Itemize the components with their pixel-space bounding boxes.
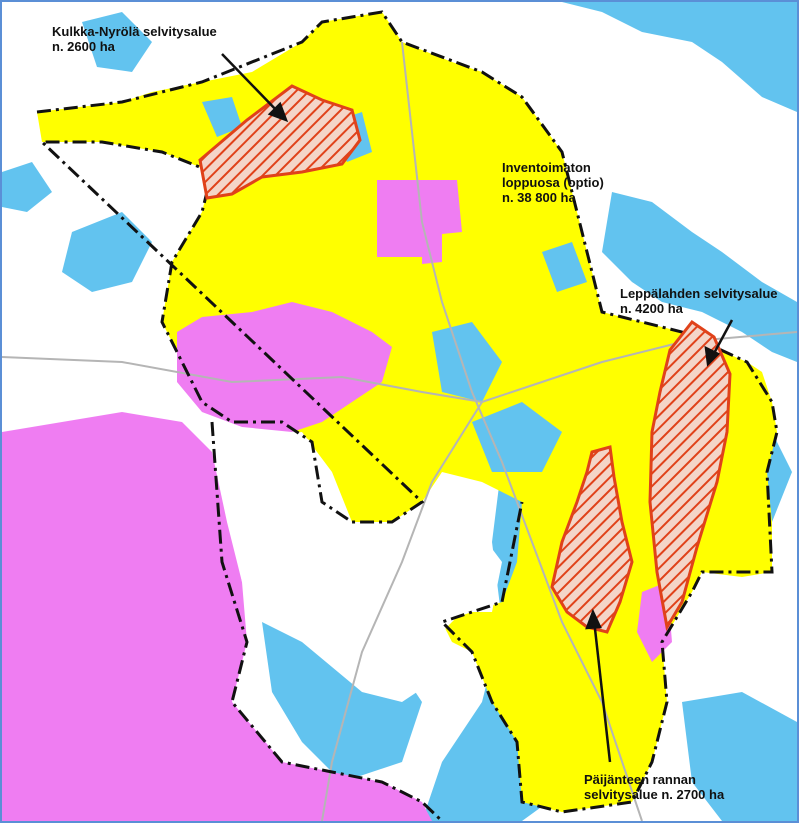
arrowhead-kulkka [267, 101, 289, 123]
label-inventoimaton-line2: loppuosa (optio) [502, 175, 604, 190]
arrowhead-leppalahden [704, 345, 721, 367]
lake-left-2 [2, 162, 52, 212]
label-paijanteen-line1: Päijänteen rannan [584, 772, 696, 787]
other-zones [2, 180, 672, 821]
lake-bottom-right [682, 692, 797, 821]
lake-top-left [82, 12, 152, 72]
survey-area-kulkka-nyrola [198, 84, 362, 200]
inner-lake-5 [542, 242, 587, 292]
label-inventoimaton-line1: Inventoimaton [502, 160, 591, 175]
white-south [212, 432, 502, 702]
lake-top-right [562, 2, 797, 112]
study-area-boundary [36, 10, 779, 821]
survey-areas [198, 84, 732, 634]
label-leppalahden-area: n. 4200 ha [620, 301, 683, 316]
zone-west-band [177, 302, 392, 432]
road-1 [2, 331, 797, 404]
inner-lake-2 [472, 402, 562, 472]
label-inventoimaton: Inventoimaton loppuosa (optio) n. 38 800… [502, 160, 604, 205]
label-leppalahden: Leppälahden selvitysalue n. 4200 ha [620, 286, 778, 316]
arrowhead-paijanteen [585, 608, 602, 630]
road-2 [401, 41, 643, 821]
zone-center-north [377, 180, 462, 264]
arrow-paijanteen [592, 619, 612, 763]
survey-area-leppalahden [648, 319, 732, 632]
arrow-kulkka [221, 53, 281, 115]
lake-right-cluster [602, 192, 797, 362]
label-paijanteen-line2: selvitysalue n. 2700 ha [584, 787, 725, 802]
label-paijanteen: Päijänteen rannan selvitysalue n. 2700 h… [584, 772, 724, 802]
label-kulkka-name: Kulkka-Nyrölä selvitysalue [52, 24, 217, 39]
label-kulkka-nyrola: Kulkka-Nyrölä selvitysalue n. 2600 ha [52, 24, 217, 54]
label-kulkka-area: n. 2600 ha [52, 39, 115, 54]
zone-southwest [2, 412, 432, 821]
inner-lake-1 [432, 322, 502, 402]
unsurveyed-areas [212, 432, 502, 702]
label-inventoimaton-area: n. 38 800 ha [502, 190, 576, 205]
arrow-leppalahden [710, 319, 734, 358]
survey-area-paijanteen-ranta [550, 445, 634, 634]
inner-lake-3 [202, 97, 242, 137]
lake-left [62, 212, 152, 292]
label-leppalahden-name: Leppälahden selvitysalue [620, 286, 778, 301]
arrows [221, 53, 734, 763]
